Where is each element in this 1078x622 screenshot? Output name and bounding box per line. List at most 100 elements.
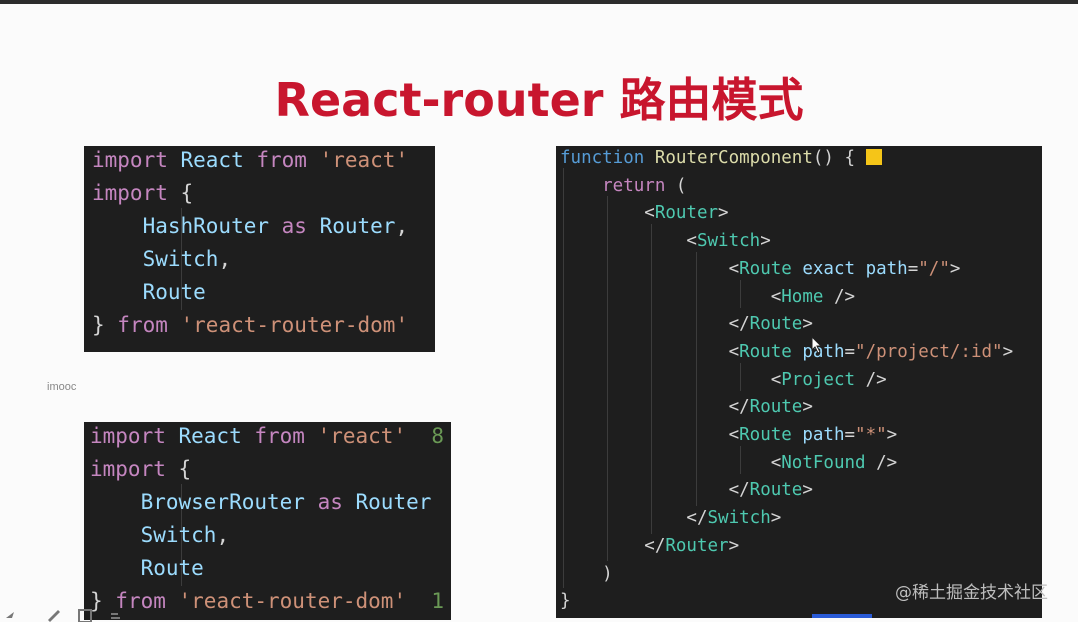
code-token: > xyxy=(770,508,782,529)
code-token: /> xyxy=(823,286,856,307)
code-line: <Home /> xyxy=(560,287,855,307)
code-token: </ xyxy=(560,535,666,556)
code-token: > xyxy=(802,314,813,335)
code-token: } xyxy=(90,589,116,613)
code-token: "*" xyxy=(855,425,887,445)
code-token: "/" xyxy=(918,258,950,279)
code-token: Route xyxy=(90,556,204,580)
slide-title: React-router 路由模式 xyxy=(274,73,804,127)
code-token: , xyxy=(395,214,409,238)
indent-guide xyxy=(740,363,741,391)
imooc-watermark: imooc xyxy=(47,381,77,393)
lightbulb-hint-icon xyxy=(865,149,882,165)
window-top-bar xyxy=(0,0,1078,4)
square-icon[interactable] xyxy=(76,606,96,622)
arrow-icon[interactable] xyxy=(4,606,24,622)
code-line: </Route> xyxy=(560,397,813,417)
code-token: 'react' xyxy=(304,424,407,448)
code-token: > xyxy=(949,258,961,279)
code-line: import React from 'react' xyxy=(92,148,408,172)
code-token: </ xyxy=(560,314,750,335)
code-line: <Route path="/project/:id"> xyxy=(560,341,1014,362)
code-token: Router xyxy=(654,203,719,224)
code-token: RouterComponent xyxy=(644,148,813,168)
code-token: < xyxy=(560,286,782,307)
code-line: <Route exact path="/"> xyxy=(560,258,961,279)
code-token: { xyxy=(165,457,192,481)
code-line: import { xyxy=(90,457,191,481)
code-line: <NotFound /> xyxy=(560,453,897,473)
code-token: </ xyxy=(560,480,750,501)
code-token: > xyxy=(718,203,729,224)
code-line: <Switch> xyxy=(560,231,771,252)
indent-guide xyxy=(651,224,652,534)
code-token: > xyxy=(760,231,771,252)
code-line: <Router> xyxy=(560,203,729,224)
code-token: BrowserRouter xyxy=(90,490,318,514)
code-token: < xyxy=(560,341,740,362)
code-token: { xyxy=(167,181,194,205)
code-token: Route xyxy=(92,280,206,304)
presentation-toolbar xyxy=(0,604,140,622)
code-line: HashRouter as Router, xyxy=(92,214,409,238)
code-token: Router xyxy=(342,490,432,514)
code-block-router-component: function RouterComponent() { return ( <R… xyxy=(556,146,1042,618)
code-token: < xyxy=(560,369,782,390)
code-token: < xyxy=(560,425,740,445)
indent-guide xyxy=(607,196,608,561)
code-token: from xyxy=(115,589,166,613)
code-token: Switch xyxy=(90,523,217,547)
code-token: 1 xyxy=(406,589,445,613)
code-token: > xyxy=(728,535,740,556)
code-token: </ xyxy=(560,397,750,418)
code-token: NotFound xyxy=(781,452,866,473)
code-line: Route xyxy=(92,280,206,304)
code-token: < xyxy=(560,203,655,224)
code-line: } from 'react-router-dom' xyxy=(92,313,408,337)
code-token: Route xyxy=(739,258,792,279)
code-token: return xyxy=(560,175,666,196)
code-token: Route xyxy=(749,314,803,335)
code-block-hashrouter: import React from 'react' import { HashRo… xyxy=(84,146,435,352)
code-token: import xyxy=(90,424,166,448)
code-token: ( xyxy=(665,175,687,196)
code-token: React xyxy=(167,148,257,172)
code-token: Switch xyxy=(92,247,219,271)
code-token: < xyxy=(560,231,697,252)
code-line: import { xyxy=(92,181,193,205)
code-line: </Router> xyxy=(560,536,739,556)
code-line: function RouterComponent() { xyxy=(560,148,882,168)
indent-guide xyxy=(181,484,182,586)
code-token: as xyxy=(281,214,307,238)
code-token: from xyxy=(254,424,305,448)
code-token: , xyxy=(216,523,230,547)
code-line: Route xyxy=(90,556,204,580)
code-line: </Route> xyxy=(560,314,813,334)
indent-guide xyxy=(740,446,741,474)
code-token: import xyxy=(92,181,168,205)
code-token: > xyxy=(1002,341,1014,362)
menu-icon[interactable] xyxy=(108,606,128,622)
code-token: React xyxy=(165,424,255,448)
code-line: } from 'react-router-dom' 1 xyxy=(90,589,444,613)
code-line: return ( xyxy=(560,176,686,196)
code-line: Switch, xyxy=(90,523,230,547)
code-token: > xyxy=(802,480,813,501)
code-token: from xyxy=(256,148,307,172)
code-line: ) xyxy=(560,564,613,584)
code-token: exact path xyxy=(791,258,908,279)
code-token: path xyxy=(791,425,845,445)
indent-guide xyxy=(563,168,564,588)
pen-icon[interactable] xyxy=(44,606,64,622)
code-line: <Project /> xyxy=(560,370,887,390)
code-token: Home xyxy=(781,286,824,307)
code-token: () { xyxy=(812,148,866,168)
code-token: function xyxy=(560,148,645,168)
code-token: = xyxy=(844,341,856,362)
code-token: > xyxy=(802,397,813,418)
code-line: } xyxy=(560,591,571,611)
code-token: 'react-router-dom' xyxy=(165,589,407,613)
code-token: ) xyxy=(560,563,613,584)
code-token: > xyxy=(886,425,898,445)
